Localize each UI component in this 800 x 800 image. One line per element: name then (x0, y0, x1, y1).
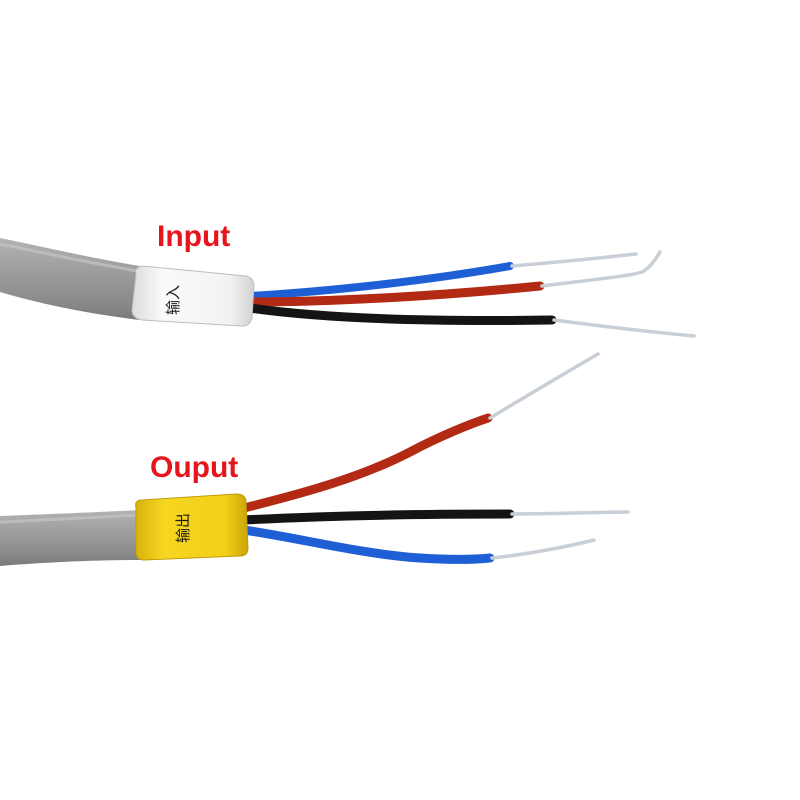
input-wire-black (245, 303, 557, 325)
output-wire-blue (239, 525, 495, 564)
output-sleeve: 输出 (135, 493, 249, 561)
output-label: Ouput (150, 451, 239, 484)
output-cable-jacket (0, 510, 140, 566)
input-strand-blue (510, 252, 638, 268)
input-strand-black (552, 318, 696, 338)
input-wire-blue (246, 262, 514, 300)
input-sleeve: 输入 (131, 265, 255, 327)
input-label: Input (157, 220, 231, 253)
output-sleeve-text: 输出 (174, 513, 192, 543)
input-wire-red (245, 281, 545, 307)
input-cable: 输入 (0, 238, 696, 338)
output-wire-black (239, 509, 515, 525)
output-strand-red (488, 352, 600, 420)
output-strand-black (510, 510, 630, 516)
output-strand-blue (490, 538, 596, 560)
input-strand-red (540, 250, 662, 288)
input-sleeve-text: 输入 (164, 285, 182, 315)
output-wire-red (239, 413, 493, 513)
input-cable-jacket (0, 238, 140, 320)
output-cable: 输出 (0, 352, 630, 566)
